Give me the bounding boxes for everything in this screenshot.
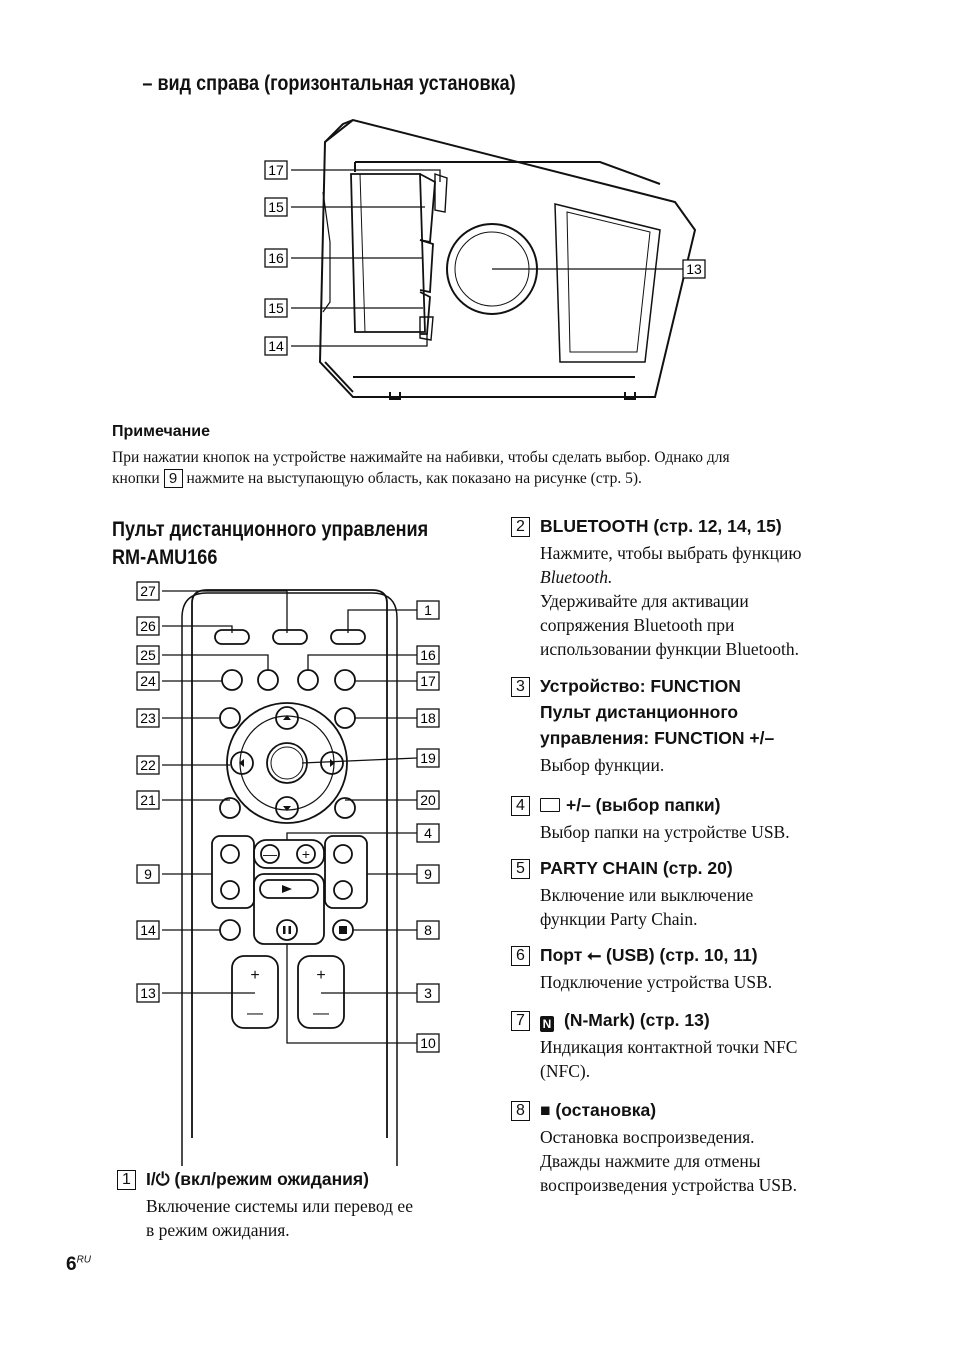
device-side-view-diagram: 17 15 16 15 14 13 — [264, 118, 706, 400]
callout-17: 17 — [420, 673, 436, 689]
folder-icon — [540, 798, 560, 812]
callout-10: 10 — [420, 1035, 436, 1051]
item-4: 4+/– (выбор папки) Выбор папки на устрой… — [511, 792, 931, 844]
callout-9-right: 9 — [424, 866, 432, 882]
callout-3: 3 — [424, 985, 432, 1001]
remote-diagram: + — + — — + 27 26 — [136, 581, 440, 1166]
callout-24: 24 — [140, 673, 156, 689]
callout-16: 16 — [420, 647, 436, 663]
callout-13: 13 — [686, 261, 702, 277]
svg-text:+: + — [302, 846, 310, 862]
callout-25: 25 — [140, 647, 156, 663]
device-callouts: 17 15 16 15 14 13 — [264, 160, 706, 356]
remote-title: Пульт дистанционного управления RM-AMU16… — [112, 518, 429, 569]
callout-8: 8 — [424, 922, 432, 938]
note-body: При нажатии кнопок на устройстве нажимай… — [112, 447, 872, 489]
callout-20: 20 — [420, 792, 436, 808]
callout-1: 1 — [424, 602, 432, 618]
remote-callouts: 27 26 25 24 23 22 21 9 14 13 1 16 17 18 … — [136, 581, 440, 1053]
callout-13: 13 — [140, 985, 156, 1001]
svg-text:—: — — [247, 1005, 263, 1022]
ref-box-9: 9 — [163, 469, 183, 488]
callout-18: 18 — [420, 710, 436, 726]
note-line-1: При нажатии кнопок на устройстве нажимай… — [112, 449, 730, 466]
svg-text:—: — — [313, 1005, 329, 1022]
callout-16: 16 — [268, 250, 284, 266]
svg-text:+: + — [250, 967, 259, 984]
callout-14: 14 — [268, 338, 284, 354]
callout-27: 27 — [140, 583, 156, 599]
callout-26: 26 — [140, 618, 156, 634]
callout-17: 17 — [268, 162, 284, 178]
section-title: – вид справа (горизонтальная установка) — [142, 72, 516, 95]
callout-9-left: 9 — [144, 866, 152, 882]
callout-23: 23 — [140, 710, 156, 726]
callout-15b: 15 — [268, 300, 284, 316]
svg-text:+: + — [316, 967, 325, 984]
callout-19: 19 — [420, 750, 436, 766]
svg-text:—: — — [263, 846, 277, 862]
callout-21: 21 — [140, 792, 156, 808]
n-mark-icon: N — [540, 1016, 554, 1032]
callout-15a: 15 — [268, 199, 284, 215]
note-line-2: кнопки 9 нажмите на выступающую область,… — [112, 469, 642, 488]
page-number: 6RU — [66, 1254, 92, 1275]
callout-4: 4 — [424, 825, 432, 841]
callout-22: 22 — [140, 757, 156, 773]
callout-14: 14 — [140, 922, 156, 938]
note-heading: Примечание — [112, 423, 211, 440]
item-8: 8■ (остановка) Остановка воспроизведения… — [511, 1097, 931, 1197]
